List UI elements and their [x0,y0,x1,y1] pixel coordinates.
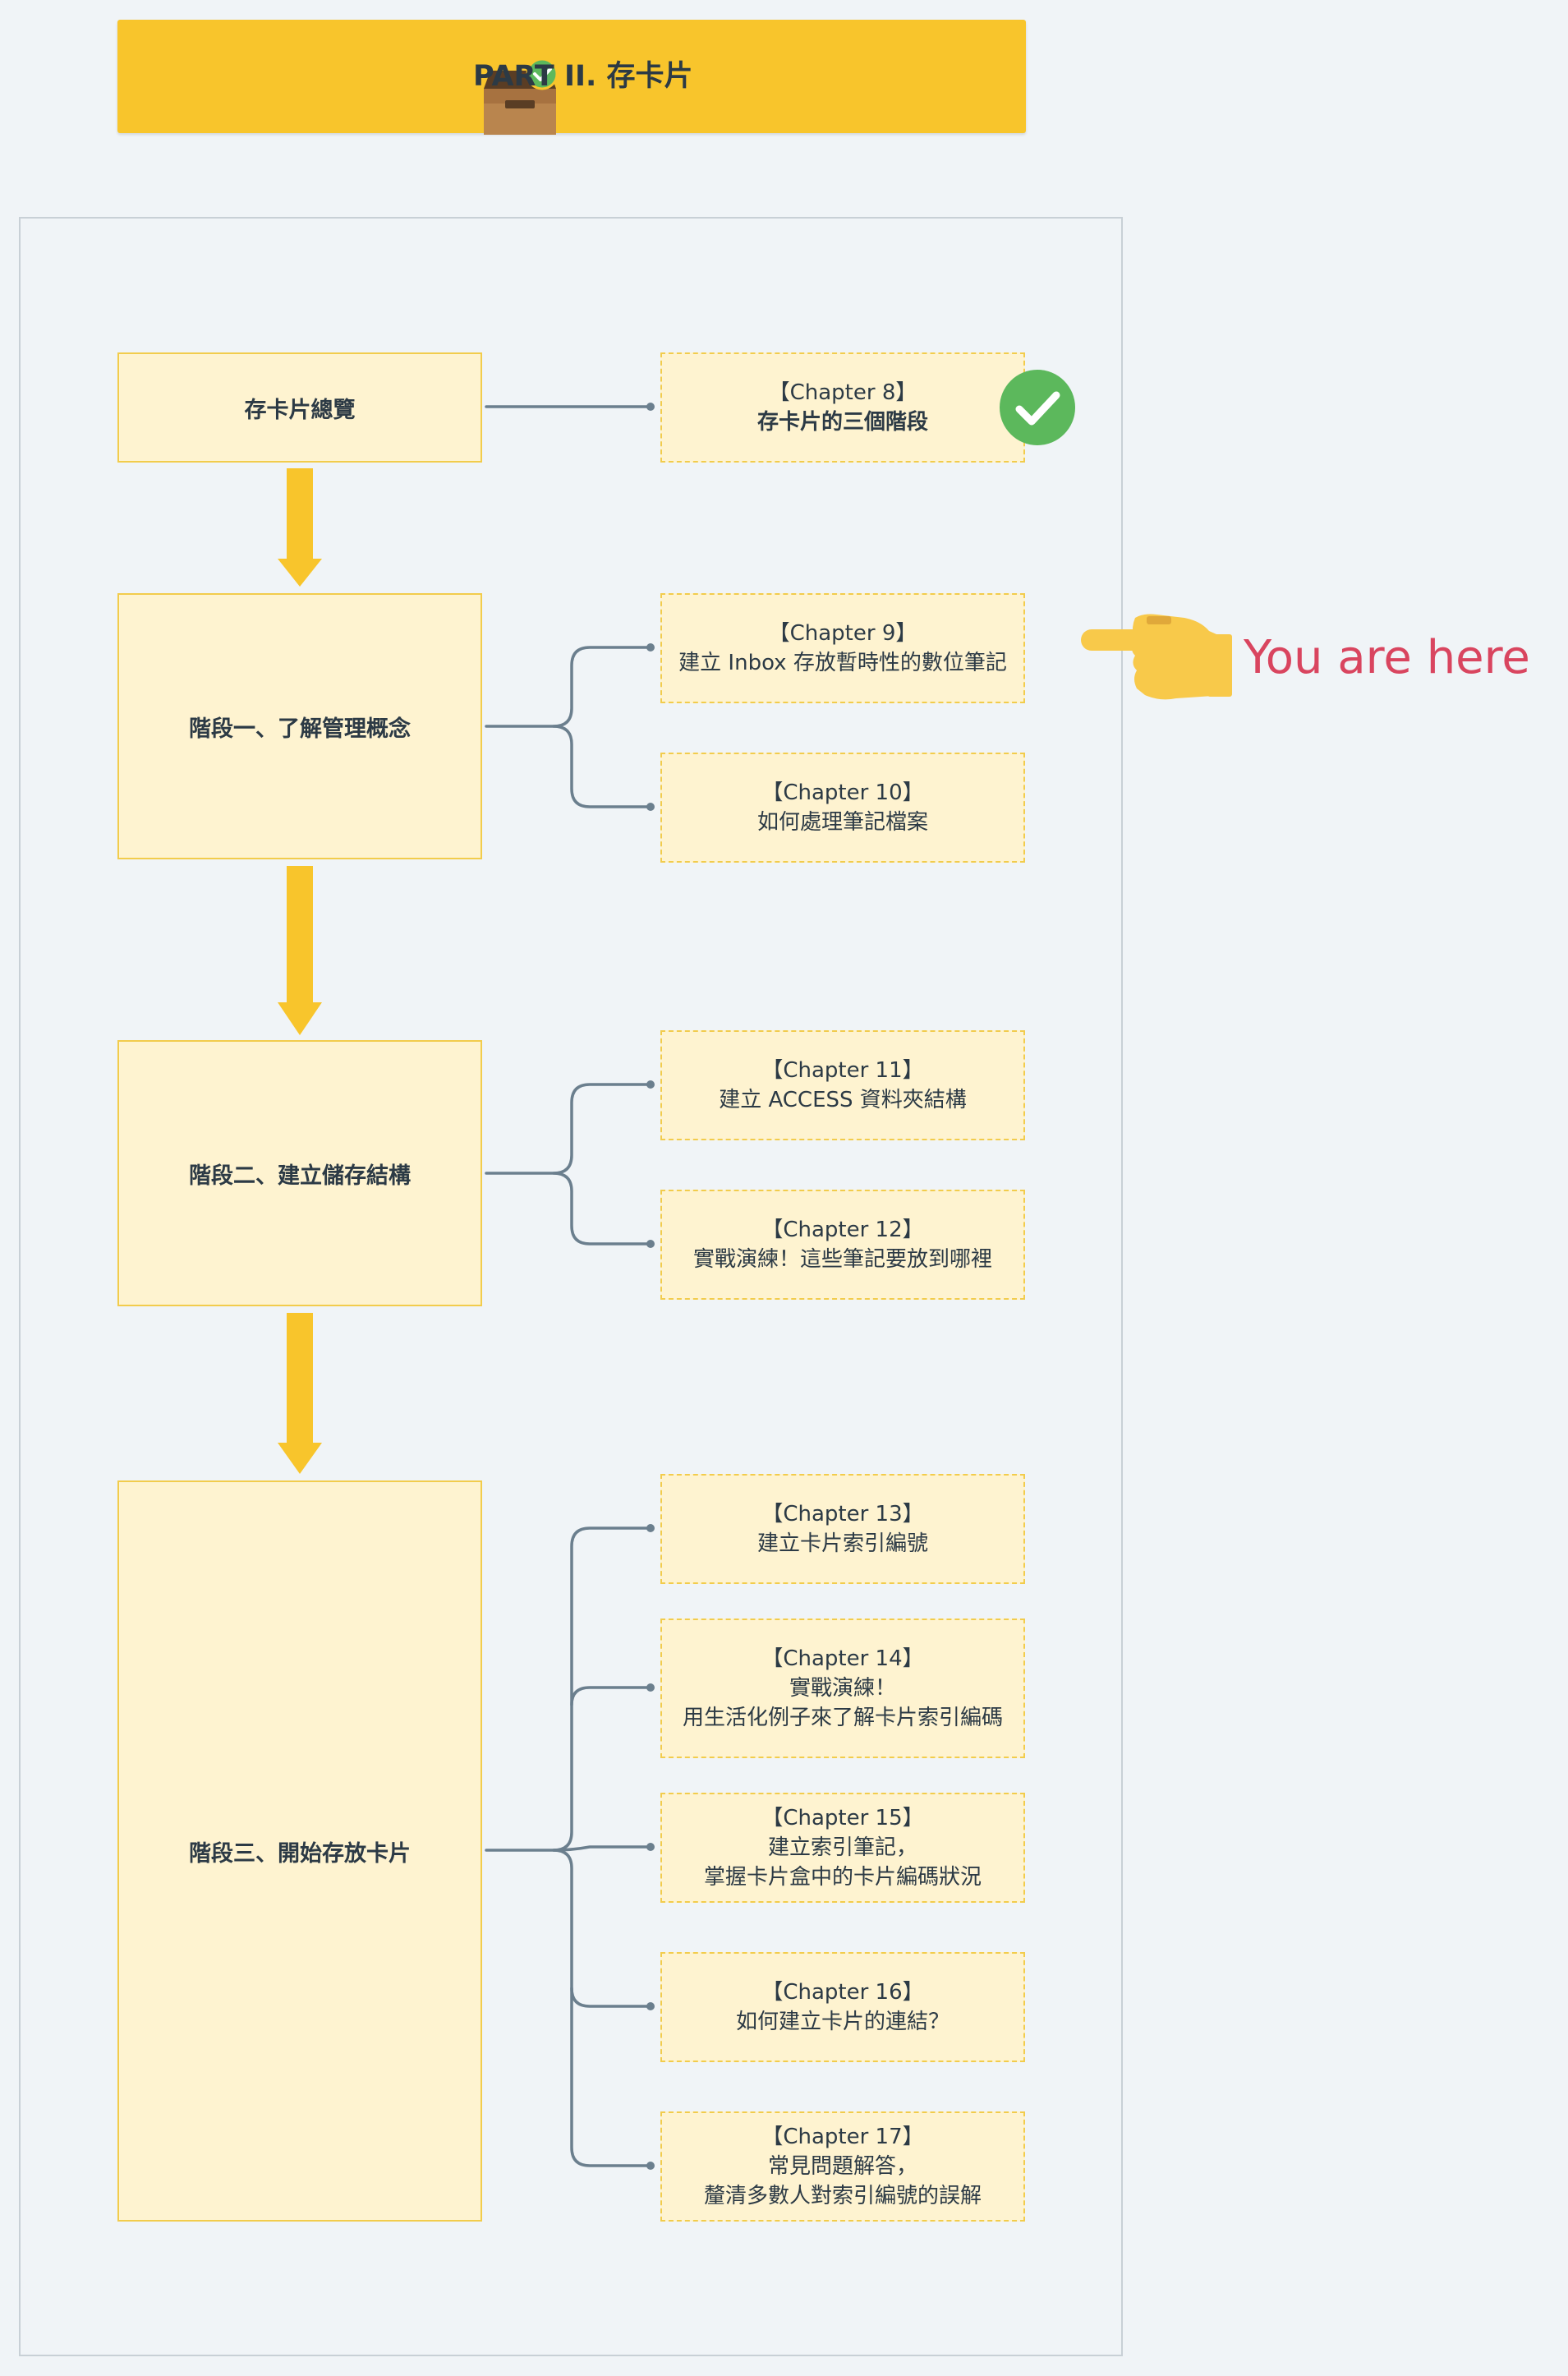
chapter-title: 【Chapter 13】 [761,1502,924,1526]
connector-ch16 [570,1987,652,2008]
flow-arrows [278,468,322,1474]
part-header: PART II. 存卡片 [117,20,1026,135]
stage-overview: 存卡片總覽 [117,352,482,463]
chapter-title: 【Chapter 16】 [761,1980,924,2005]
chapter-desc-line-1: 常見問題解答， [767,2154,917,2179]
chapter-title: 【Chapter 9】 [768,621,917,646]
part-title: PART II. 存卡片 [473,60,693,93]
pointing-hand-icon [1081,614,1232,700]
stage-1: 階段一、了解管理概念 [117,593,482,859]
down-arrow-1-head [278,559,322,587]
connector-ch15 [552,1845,652,1852]
down-arrow-2-head [278,1002,322,1035]
down-arrow-3 [287,1313,313,1444]
check-circle-icon [1000,370,1075,445]
chapter-title: 【Chapter 14】 [761,1646,924,1671]
chapter-16[interactable]: 【Chapter 16】 如何建立卡片的連結？ [660,1952,1025,2062]
chapter-12[interactable]: 【Chapter 12】 實戰演練！這些筆記要放到哪裡 [660,1190,1025,1300]
chapter-17[interactable]: 【Chapter 17】 常見問題解答， 釐清多數人對索引編號的誤解 [660,2111,1025,2222]
connector-ch11 [485,1083,652,1175]
down-arrow-1 [287,468,313,560]
down-arrow-2 [287,866,313,1004]
chapter-14[interactable]: 【Chapter 14】 實戰演練！ 用生活化例子來了解卡片索引編碼 [660,1619,1025,1758]
chapter-13[interactable]: 【Chapter 13】 建立卡片索引編號 [660,1474,1025,1584]
chapter-desc: 存卡片的三個階段 [756,410,928,435]
stage-label: 階段三、開始存放卡片 [189,1840,411,1867]
chapter-desc-line-2: 掌握卡片盒中的卡片編碼狀況 [703,1865,982,1890]
stage-label: 階段二、建立儲存結構 [189,1163,411,1189]
connector-ch12 [552,1172,652,1246]
chapter-15[interactable]: 【Chapter 15】 建立索引筆記， 掌握卡片盒中的卡片編碼狀況 [660,1793,1025,1903]
chapter-desc: 實戰演練！這些筆記要放到哪裡 [692,1247,992,1272]
chapter-title: 【Chapter 11】 [761,1058,924,1083]
down-arrow-3-head [278,1443,322,1474]
chapter-8[interactable]: 【Chapter 8】 存卡片的三個階段 [660,352,1025,463]
you-are-here-label: You are here [1244,631,1530,684]
chapter-title: 【Chapter 10】 [761,780,924,805]
chapter-desc: 建立卡片索引編號 [756,1531,928,1556]
chapter-desc: 如何處理筆記檔案 [756,810,928,835]
stage-label: 存卡片總覽 [244,397,356,423]
chapter-11[interactable]: 【Chapter 11】 建立 ACCESS 資料夾結構 [660,1030,1025,1140]
chapter-title: 【Chapter 8】 [768,380,917,405]
chapter-10[interactable]: 【Chapter 10】 如何處理筆記檔案 [660,753,1025,863]
chapter-9[interactable]: 【Chapter 9】 建立 Inbox 存放暫時性的數位筆記 [660,593,1025,703]
chapter-desc: 如何建立卡片的連結？ [735,2010,950,2034]
chapter-desc: 建立 ACCESS 資料夾結構 [719,1088,967,1112]
inbox-tray-check-icon [484,58,559,135]
connector-ch14 [570,1686,652,1706]
chapter-title: 【Chapter 15】 [761,1806,924,1830]
stage-2: 階段二、建立儲存結構 [117,1040,482,1306]
stage-3: 階段三、開始存放卡片 [117,1480,482,2222]
chapter-title: 【Chapter 17】 [761,2125,924,2149]
connector-ch13 [485,1526,652,1852]
chapter-title: 【Chapter 12】 [761,1218,924,1242]
chapter-desc-line-1: 建立索引筆記， [767,1835,917,1860]
stage-label: 階段一、了解管理概念 [189,716,411,742]
connector-ch9 [485,646,652,728]
chapter-desc-line-1: 實戰演練！ [789,1676,896,1701]
chapter-desc: 建立 Inbox 存放暫時性的數位筆記 [678,651,1007,675]
connector-ch10 [552,725,652,808]
chapter-desc-line-2: 用生活化例子來了解卡片索引編碼 [682,1706,1003,1730]
connector-ch17 [552,1849,652,2167]
chapter-desc-line-2: 釐清多數人對索引編號的誤解 [703,2184,982,2208]
